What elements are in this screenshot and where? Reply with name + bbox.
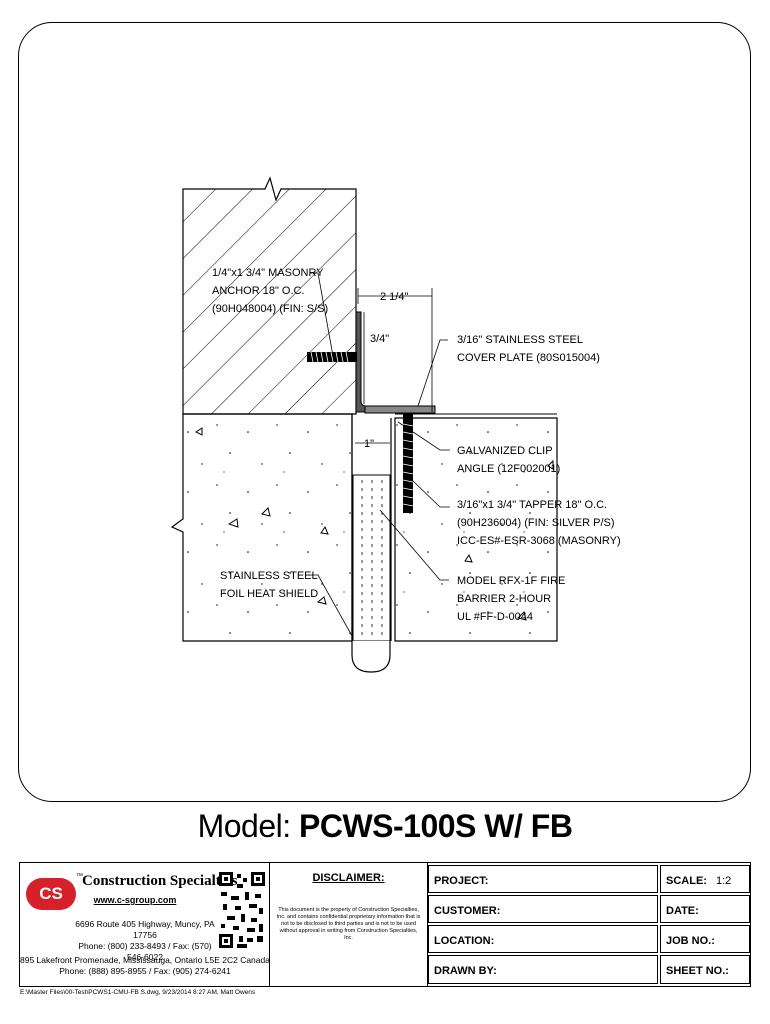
address-us-line1: 6696 Route 405 Highway, Muncy, PA 17756 <box>75 919 215 940</box>
file-path: E:\Master Files\00-Test\PCWS1-CMU-FB S.d… <box>20 989 256 996</box>
clip-angle-label-2: ANGLE (12F002001) <box>457 463 560 475</box>
drawn-by-label: DRAWN BY: <box>434 965 497 977</box>
detail-drawing: 1/4"x1 3/4" MASONRY ANCHOR 18" O.C. (90H… <box>170 176 621 673</box>
address-ca: 895 Lakefront Promenade, Mississauga, On… <box>20 955 270 977</box>
clip-angle <box>355 311 431 413</box>
cover-plate-label-1: 3/16" STAINLESS STEEL <box>457 334 583 346</box>
foil-label-2: FOIL HEAT SHIELD <box>220 588 318 600</box>
drawn-by-cell: DRAWN BY: <box>428 955 658 984</box>
company-logo: CS <box>26 878 76 910</box>
fire-barrier-label-1: MODEL RFX-1F FIRE <box>457 575 565 587</box>
location-cell: LOCATION: <box>428 925 658 953</box>
anchor-label-1: 1/4"x1 3/4" MASONRY <box>212 267 324 279</box>
title-block: CS ™ Construction Specialties www.c-sgro… <box>19 862 751 987</box>
aggregate-marks <box>195 427 554 621</box>
masonry-anchor <box>307 351 357 363</box>
dimension-gap: 1" <box>364 438 374 450</box>
fire-barrier <box>352 474 391 642</box>
address-ca-line2: Phone: (888) 895-8955 / Fax: (905) 274-6… <box>59 966 231 976</box>
date-cell: DATE: <box>660 895 750 923</box>
cover-plate <box>364 405 436 414</box>
model-name: PCWS-100S W/ FB <box>299 808 573 844</box>
company-name: Construction Specialties <box>82 873 238 889</box>
job-no-cell: JOB NO.: <box>660 925 750 953</box>
address-us-line2: Phone: (800) 233-8493 / Fax: (570) 546-6… <box>78 941 212 962</box>
cover-plate-label-2: COVER PLATE (80S015004) <box>457 352 600 364</box>
project-label: PROJECT: <box>434 875 489 887</box>
anchor-label-2: ANCHOR 18" O.C. <box>212 285 305 297</box>
dimension-height: 3/4" <box>370 333 389 345</box>
tapper-label-1: 3/16"x1 3/4" TAPPER 18" O.C. <box>457 499 607 511</box>
address-us: 6696 Route 405 Highway, Muncy, PA 17756 … <box>70 919 220 963</box>
job-no-label: JOB NO.: <box>666 935 715 947</box>
project-cell: PROJECT: <box>428 865 658 893</box>
sheet-no-cell: SHEET NO.: <box>660 955 750 984</box>
disclaimer-cell: DISCLAIMER: This document is the propert… <box>270 863 428 986</box>
location-label: LOCATION: <box>434 935 495 947</box>
disclaimer-text: This document is the property of Constru… <box>276 907 421 941</box>
trademark-symbol: ™ <box>76 873 83 880</box>
scale-value: 1:2 <box>716 875 732 887</box>
drawing-frame <box>18 22 751 802</box>
sheet-no-label: SHEET NO.: <box>666 965 729 977</box>
fire-barrier-label-3: UL #FF-D-0044 <box>457 611 533 623</box>
tapper-label-3: ICC-ES#-ESR-3068 (MASONRY) <box>457 535 621 547</box>
address-ca-line1: 895 Lakefront Promenade, Mississauga, On… <box>20 955 270 965</box>
model-prefix: Model: <box>197 808 299 844</box>
clip-angle-label-1: GALVANIZED CLIP <box>457 445 553 457</box>
tapper-screw <box>402 413 414 513</box>
scale-label: SCALE: <box>666 875 707 887</box>
scale-cell: SCALE: 1:2 <box>660 865 750 893</box>
fire-barrier-label-2: BARRIER 2-HOUR <box>457 593 551 605</box>
tapper-label-2: (90H236004) (FIN: SILVER P/S) <box>457 517 615 529</box>
anchor-label-3: (90H048004) (FIN: S/S) <box>212 303 328 315</box>
company-cell: CS ™ Construction Specialties www.c-sgro… <box>20 863 270 986</box>
date-label: DATE: <box>666 905 699 917</box>
disclaimer-title: DISCLAIMER: <box>312 872 385 884</box>
customer-cell: CUSTOMER: <box>428 895 658 923</box>
dimension-width: 2 1/4" <box>380 291 408 303</box>
qr-code <box>219 872 265 948</box>
customer-label: CUSTOMER: <box>434 905 501 917</box>
company-url[interactable]: www.c-sgroup.com <box>93 895 177 905</box>
model-title: Model: PCWS-100S W/ FB <box>0 808 770 845</box>
foil-heat-shield <box>351 641 391 673</box>
foil-label-1: STAINLESS STEEL <box>220 570 318 582</box>
